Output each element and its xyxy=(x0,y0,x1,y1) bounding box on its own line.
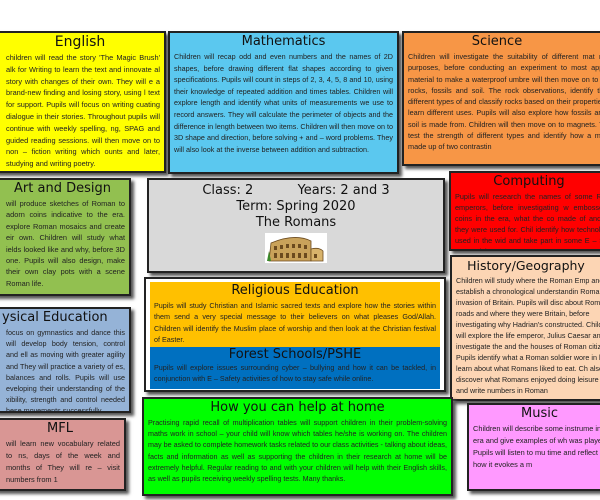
home-text: Practising rapid recall of multiplicatio… xyxy=(148,418,447,484)
forest-schools-section: Forest Schools/PSHE Pupils will explore … xyxy=(150,347,440,389)
home-title: How you can help at home xyxy=(210,400,385,415)
art-design-title: Art and Design xyxy=(14,181,111,196)
colosseum-image xyxy=(265,233,327,263)
class-info-panel: Class: 2 Years: 2 and 3 Term: Spring 202… xyxy=(147,178,445,273)
computing-title: Computing xyxy=(493,174,565,189)
forest-text: Pupils will explore issues surrounding c… xyxy=(154,363,436,384)
computing-text: Pupils will research the names of some R… xyxy=(455,192,600,249)
physical-education-panel: ysical Education focus on gymnastics and… xyxy=(0,307,131,413)
help-at-home-panel: How you can help at home Practising rapi… xyxy=(142,397,453,496)
pe-title: ysical Education xyxy=(2,310,108,325)
english-title: English xyxy=(54,34,106,50)
music-panel: Music Children will describe some instru… xyxy=(467,403,600,491)
topic-title: The Romans xyxy=(255,215,337,230)
english-panel: English children will read the story 'Th… xyxy=(0,31,166,173)
pe-text: focus on gymnastics and dance this will … xyxy=(6,328,125,413)
re-text: Pupils will study Christian and Islamic … xyxy=(154,301,436,345)
re-title: Religious Education xyxy=(231,283,359,298)
art-design-text: will produce sketches of Roman to adorn … xyxy=(6,199,125,288)
art-design-panel: Art and Design will produce sketches of … xyxy=(0,178,131,296)
history-title: History/Geography xyxy=(467,258,585,273)
music-title: Music xyxy=(521,406,558,421)
mathematics-text: Children will recap odd and even numbers… xyxy=(174,52,393,154)
computing-panel: Computing Pupils will research the names… xyxy=(449,171,600,251)
class-label: Class: 2 xyxy=(202,183,254,198)
mfl-title: MFL xyxy=(47,421,73,436)
history-geography-panel: History/Geography Children will study wh… xyxy=(450,255,600,401)
mfl-panel: MFL will learn new vocabulary related to… xyxy=(0,418,126,491)
music-text: Children will describe some instrume in … xyxy=(473,424,600,469)
science-text: Children will investigate the suitabilit… xyxy=(408,52,600,152)
science-panel: Science Children will investigate the su… xyxy=(402,31,600,166)
re-forest-panel: Religious Education Pupils will study Ch… xyxy=(144,277,446,392)
mfl-text: will learn new vocabulary related to ns,… xyxy=(6,439,120,484)
science-title: Science xyxy=(471,34,523,49)
history-text: Children will study where the Roman Emp … xyxy=(456,276,600,395)
term-label: Term: Spring 2020 xyxy=(236,199,356,214)
english-text: children will read the story 'The Magic … xyxy=(6,53,160,169)
mathematics-title: Mathematics xyxy=(241,34,326,49)
religious-education-section: Religious Education Pupils will study Ch… xyxy=(150,282,440,347)
forest-title: Forest Schools/PSHE xyxy=(228,347,362,362)
years-label: Years: 2 and 3 xyxy=(297,183,390,198)
mathematics-panel: Mathematics Children will recap odd and … xyxy=(168,31,399,174)
